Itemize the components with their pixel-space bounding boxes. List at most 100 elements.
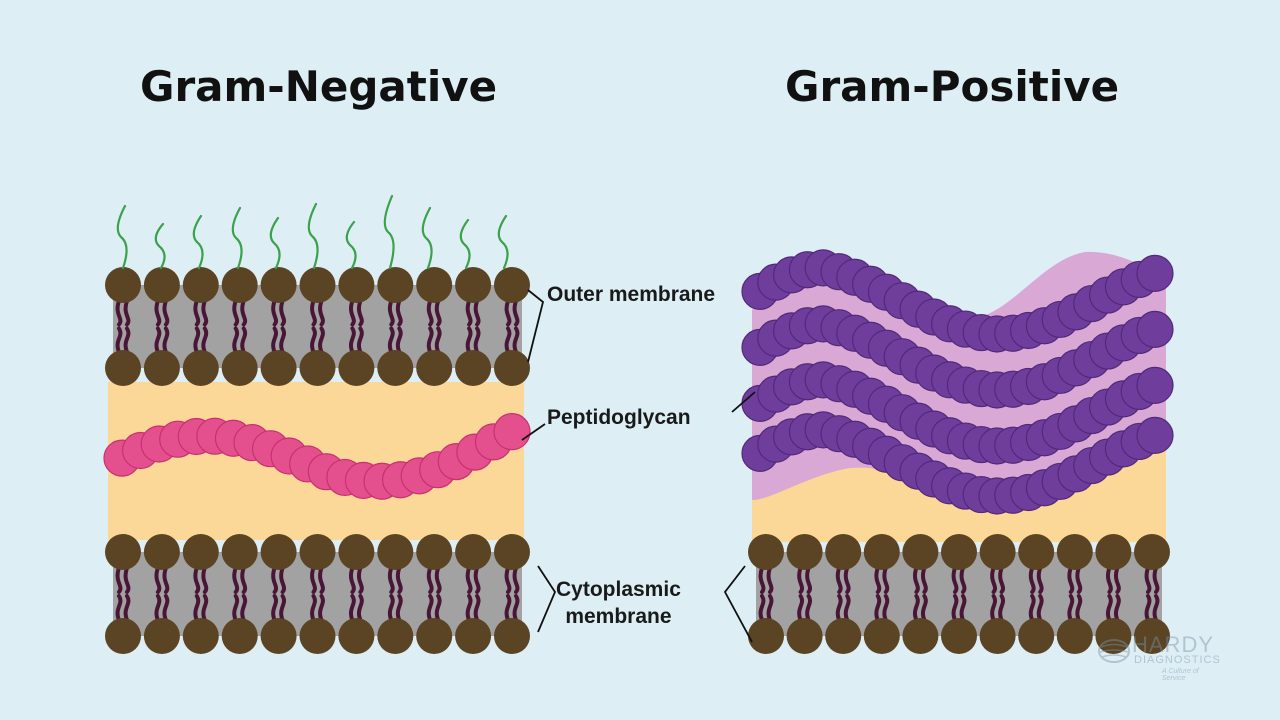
- lipid-tail: [162, 299, 170, 354]
- lps-chain: [383, 194, 395, 270]
- lipid-tail: [240, 299, 248, 354]
- gram-negative-lipopolysaccharide-chains: [116, 194, 509, 270]
- lipid-tail: [951, 566, 959, 622]
- lipid-tail: [912, 566, 920, 622]
- lipid-head: [338, 267, 375, 303]
- lipid-head: [105, 350, 141, 386]
- lipid-head: [941, 534, 977, 570]
- hardy-diagnostics-logo: HARDY DIAGNOSTICS A Culture of Service: [1098, 632, 1220, 682]
- gram-negative-peptidoglycan-chain: [103, 413, 531, 500]
- lipid-head: [455, 267, 492, 303]
- lipid-head: [299, 350, 336, 386]
- lipid-head: [863, 534, 900, 570]
- lipid-head: [260, 350, 297, 386]
- lipid-tail: [473, 299, 481, 354]
- lipid-head: [1056, 534, 1093, 570]
- lipid-head: [825, 534, 862, 570]
- lipid-tail: [1075, 566, 1083, 622]
- lipid-head: [143, 618, 180, 654]
- leader-line: [723, 565, 753, 643]
- lipid-tail: [115, 566, 123, 622]
- lps-chain: [497, 214, 509, 270]
- lipid-head: [221, 534, 258, 570]
- lipid-head: [338, 350, 375, 386]
- lipid-tail: [797, 566, 805, 622]
- lipid-tail: [426, 299, 434, 354]
- lipid-tail: [473, 566, 481, 622]
- lipid-tail: [874, 566, 882, 622]
- gram-negative-cytoplasmic-membrane: [105, 534, 530, 654]
- lipid-tail: [434, 299, 442, 354]
- globe-icon: [1098, 639, 1130, 663]
- lipid-head: [494, 534, 530, 570]
- lipid-head: [494, 350, 530, 386]
- gram-positive-peptidoglycan-layers: [741, 249, 1174, 515]
- lipid-tail: [395, 299, 403, 354]
- outer-membrane-label: Outer membrane: [547, 283, 716, 306]
- lipid-tail: [990, 566, 998, 622]
- lipid-head: [786, 534, 823, 570]
- lipid-head: [902, 618, 939, 654]
- lipid-tail: [162, 566, 170, 622]
- lipid-tail: [805, 566, 813, 622]
- lipid-tail: [123, 566, 131, 622]
- gram-negative-outer-membrane: [105, 267, 530, 386]
- lipid-tail: [387, 566, 395, 622]
- lipid-head: [377, 534, 414, 570]
- lipid-head: [260, 618, 297, 654]
- logo-subtitle: DIAGNOSTICS: [1134, 654, 1221, 666]
- gram-positive-cytoplasmic-membrane: [748, 534, 1170, 654]
- lipid-tail: [835, 566, 843, 622]
- lipid-head: [182, 618, 219, 654]
- lps-chain: [269, 216, 281, 270]
- lipid-tail: [193, 299, 201, 354]
- cytoplasmic-label-line-1: Cytoplasmic: [556, 578, 681, 601]
- lipid-head: [494, 267, 530, 303]
- cytoplasmic-label-line-2: membrane: [565, 605, 672, 628]
- peptidoglycan-bead: [1136, 310, 1174, 348]
- lipid-tail: [310, 566, 317, 622]
- lipid-head: [1056, 618, 1093, 654]
- lipid-tail: [310, 299, 317, 354]
- lipid-head: [748, 534, 784, 570]
- lps-chain: [154, 222, 166, 270]
- lipid-head: [1018, 618, 1055, 654]
- lipid-head: [143, 267, 180, 303]
- leader-line: [521, 423, 546, 441]
- lps-chain: [116, 204, 128, 270]
- cytoplasmic-membrane-label: Cytoplasmic membrane: [556, 576, 681, 630]
- lipid-tail: [356, 566, 364, 622]
- gram-positive-title: Gram-Positive: [785, 62, 1120, 111]
- lipid-tail: [1105, 566, 1113, 622]
- lipid-tail: [279, 566, 287, 622]
- lipid-head: [182, 267, 219, 303]
- lipid-head: [1134, 534, 1170, 570]
- logo-name: HARDY: [1132, 632, 1215, 657]
- lipid-tail: [395, 566, 403, 622]
- lipid-head: [182, 350, 219, 386]
- lipid-head: [494, 618, 530, 654]
- lipid-head: [455, 534, 492, 570]
- lipid-head: [416, 618, 453, 654]
- lipid-head: [260, 534, 297, 570]
- lipid-head: [143, 534, 180, 570]
- lipid-tail: [115, 299, 123, 354]
- lipid-tail: [512, 299, 520, 354]
- lipid-head: [455, 350, 492, 386]
- peptidoglycan-bead: [1136, 254, 1174, 292]
- lipid-head: [105, 618, 141, 654]
- lipid-head: [1134, 618, 1170, 654]
- lipid-tail: [201, 299, 209, 354]
- lipid-tail: [271, 566, 279, 622]
- lipid-tail: [348, 566, 356, 622]
- lipid-head: [299, 267, 336, 303]
- lipid-head: [338, 534, 375, 570]
- logo-tagline: A Culture of Service: [1162, 668, 1199, 682]
- lps-chain: [345, 220, 357, 270]
- leader-line: [527, 289, 545, 363]
- leader-line: [731, 391, 756, 413]
- lipid-head: [863, 618, 900, 654]
- lipid-tail: [465, 566, 473, 622]
